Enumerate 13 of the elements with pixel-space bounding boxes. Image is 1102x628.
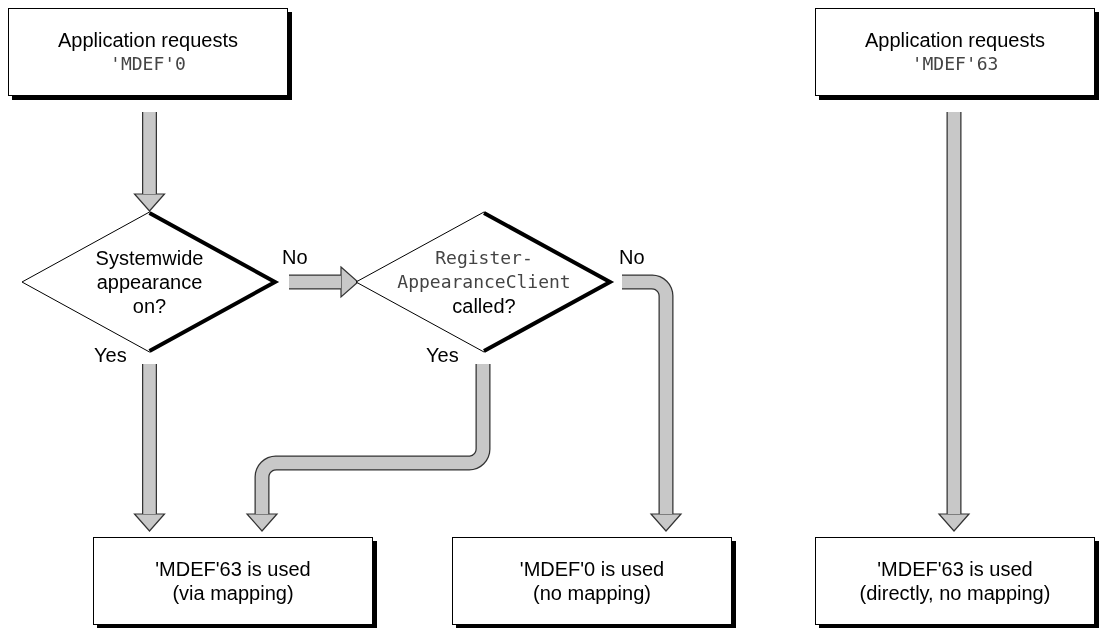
node-text: called? (452, 294, 516, 318)
node-text: (no mapping) (533, 581, 651, 605)
node-text: Systemwide appearance on? (94, 246, 205, 318)
node-text: 'MDEF'63 (911, 52, 999, 76)
node-text: (via mapping) (172, 581, 294, 605)
node-text: Application requests (864, 28, 1046, 52)
node-text: 'MDEF'63 is used (155, 557, 311, 581)
node-text: Register- AppearanceClient (396, 246, 572, 294)
node-text: 'MDEF'0 (110, 52, 186, 76)
node-text: Application requests (57, 28, 239, 52)
node-text: 'MDEF'63 is used (877, 557, 1033, 581)
node-text: 'MDEF'0 is used (519, 557, 665, 581)
node-text: (directly, no mapping) (859, 581, 1051, 605)
